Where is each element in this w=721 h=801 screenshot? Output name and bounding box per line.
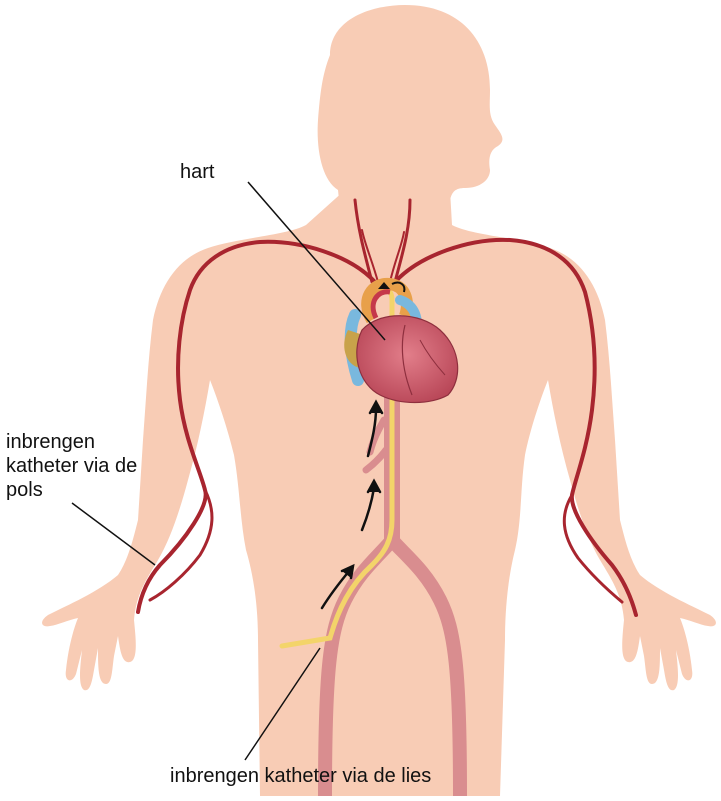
body-silhouette — [42, 5, 716, 796]
wrist-label-line-3: pols — [6, 478, 137, 502]
wrist-insertion-label: inbrengen katheter via de pols — [6, 430, 137, 502]
head — [318, 5, 503, 210]
heart-label: hart — [180, 160, 214, 184]
wrist-label-line-2: katheter via de — [6, 454, 137, 478]
groin-insertion-label: inbrengen katheter via de lies — [170, 764, 431, 788]
wrist-label-line-1: inbrengen — [6, 430, 137, 454]
